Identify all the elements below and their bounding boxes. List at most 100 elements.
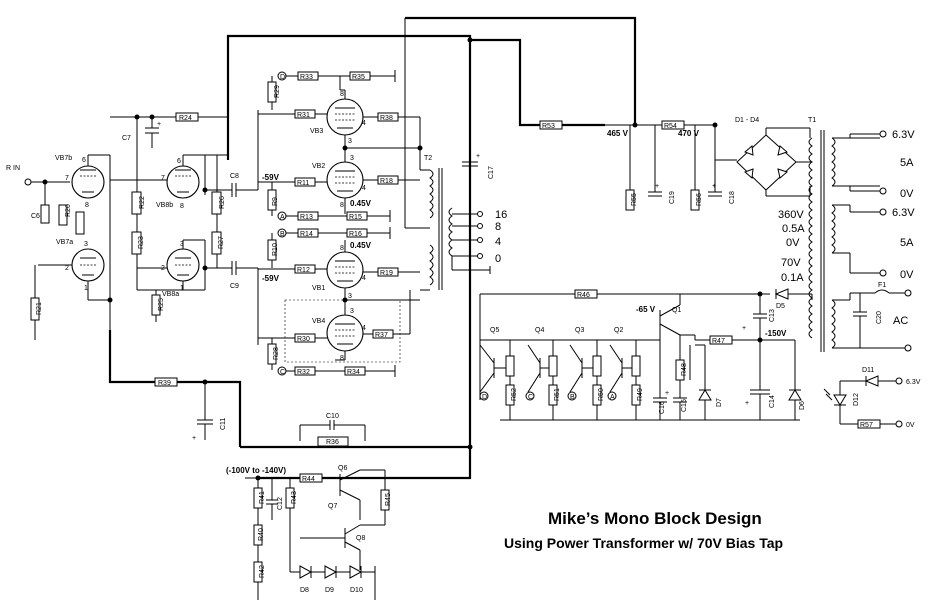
resistor-r15	[346, 211, 368, 221]
svg-text:R35: R35	[352, 74, 365, 81]
resistor-r56	[690, 189, 700, 211]
svg-text:C11: C11	[220, 418, 227, 430]
fuse-f1	[874, 289, 890, 294]
svg-text:VB7b: VB7b	[55, 155, 72, 162]
svg-text:A: A	[280, 214, 285, 221]
svg-text:R53: R53	[542, 123, 555, 130]
svg-text:R37: R37	[375, 332, 388, 339]
svg-text:R9: R9	[272, 197, 279, 206]
svg-text:R24: R24	[179, 115, 192, 122]
svg-text:-59V: -59V	[262, 274, 280, 283]
svg-text:0.45V: 0.45V	[350, 199, 372, 208]
svg-text:D5: D5	[776, 303, 785, 310]
svg-text:16: 16	[495, 209, 507, 221]
diode-d5	[774, 288, 789, 300]
svg-text:Q1: Q1	[672, 307, 681, 314]
svg-text:1: 1	[180, 285, 184, 292]
svg-text:465 V: 465 V	[607, 129, 629, 138]
bias-transistors: Q5 R52 D Q4 R51 C Q3 R50	[479, 327, 800, 421]
svg-text:C8: C8	[230, 173, 239, 180]
svg-text:R52: R52	[511, 388, 518, 401]
diode-d9	[324, 565, 338, 579]
svg-text:-150V: -150V	[765, 329, 787, 338]
resistor-r28	[267, 343, 277, 365]
svg-text:VB4: VB4	[312, 318, 325, 325]
svg-text:R40: R40	[258, 528, 265, 541]
resistor-r6b	[548, 355, 558, 377]
svg-text:+: +	[742, 325, 746, 332]
resistor-r46	[574, 289, 598, 299]
svg-text:R25: R25	[158, 298, 165, 311]
svg-text:0V: 0V	[900, 188, 914, 200]
svg-text:8: 8	[340, 245, 344, 252]
svg-text:D11: D11	[862, 367, 874, 374]
svg-text:2: 2	[65, 265, 69, 272]
svg-text:0.5A: 0.5A	[782, 223, 805, 235]
svg-text:360V: 360V	[778, 209, 804, 221]
svg-text:0: 0	[495, 253, 501, 265]
svg-text:470 V: 470 V	[678, 129, 700, 138]
svg-text:C: C	[528, 394, 533, 401]
svg-text:D12: D12	[853, 393, 860, 406]
svg-text:R31: R31	[297, 112, 310, 119]
svg-text:+: +	[712, 183, 716, 190]
svg-text:4: 4	[495, 236, 501, 248]
svg-text:R33: R33	[300, 74, 313, 81]
svg-text:R32: R32	[297, 369, 310, 376]
svg-text:R51: R51	[554, 388, 561, 401]
svg-text:3: 3	[350, 308, 354, 315]
svg-text:C15: C15	[681, 399, 688, 412]
svg-text:AC: AC	[893, 315, 908, 327]
svg-text:6: 6	[82, 157, 86, 164]
svg-text:R41: R41	[259, 491, 266, 504]
svg-text:R34: R34	[347, 369, 360, 376]
svg-text:R21: R21	[36, 302, 43, 315]
diode-d11	[864, 375, 879, 387]
svg-text:D1 - D4: D1 - D4	[735, 117, 759, 124]
bias-regulator: (-100V to -140V) R44 Q6 R45 Q7 Q8 R41 R4…	[226, 465, 392, 600]
svg-text:8: 8	[340, 355, 344, 362]
svg-text:0V: 0V	[786, 237, 800, 249]
output-transformer-t2: T2 16 8 4 0	[404, 18, 507, 291]
svg-text:VB2: VB2	[312, 163, 325, 170]
svg-text:4: 4	[362, 275, 366, 282]
svg-text:C17: C17	[488, 166, 495, 179]
resistor-r20	[58, 204, 68, 226]
svg-text:R13: R13	[300, 214, 313, 221]
svg-text:Q4: Q4	[535, 327, 544, 334]
tube-vb8b	[166, 165, 200, 199]
svg-text:5A: 5A	[900, 157, 914, 169]
resistor-r6a	[505, 355, 515, 377]
svg-text:C14: C14	[769, 395, 776, 408]
svg-text:6.3V: 6.3V	[892, 129, 915, 141]
svg-text:VB7a: VB7a	[56, 239, 73, 246]
svg-text:6: 6	[177, 158, 181, 165]
svg-text:R54: R54	[664, 123, 677, 130]
resistor-r39	[154, 377, 178, 387]
svg-text:+: +	[192, 435, 196, 442]
resistor-r16	[346, 228, 368, 238]
svg-text:D: D	[482, 394, 487, 401]
thick-wires	[108, 16, 637, 480]
svg-text:B: B	[570, 394, 575, 401]
tube-vb3	[326, 98, 364, 136]
resistor-r6d	[631, 355, 641, 377]
capacitor-c17: + C17	[462, 150, 495, 182]
svg-text:R38: R38	[380, 115, 393, 122]
svg-text:VB3: VB3	[310, 128, 323, 135]
svg-text:D6: D6	[799, 401, 806, 410]
feedback-network: R39 + C11 R36 C10	[154, 377, 366, 447]
svg-text:70V: 70V	[781, 257, 801, 269]
svg-text:R26: R26	[219, 196, 226, 209]
svg-text:+: +	[745, 400, 749, 407]
svg-text:3: 3	[348, 138, 352, 145]
svg-text:4: 4	[362, 325, 366, 332]
resistor-r24	[175, 112, 199, 122]
svg-text:3: 3	[84, 241, 88, 248]
svg-text:C13: C13	[769, 309, 776, 322]
svg-text:3: 3	[350, 155, 354, 162]
svg-text:+: +	[665, 390, 669, 397]
svg-text:7: 7	[161, 175, 165, 182]
svg-text:C16: C16	[659, 401, 666, 414]
power-transformer-t1: T1 6.3V 5A 0V 360V 0.5A 0V 6.3V	[778, 117, 915, 352]
